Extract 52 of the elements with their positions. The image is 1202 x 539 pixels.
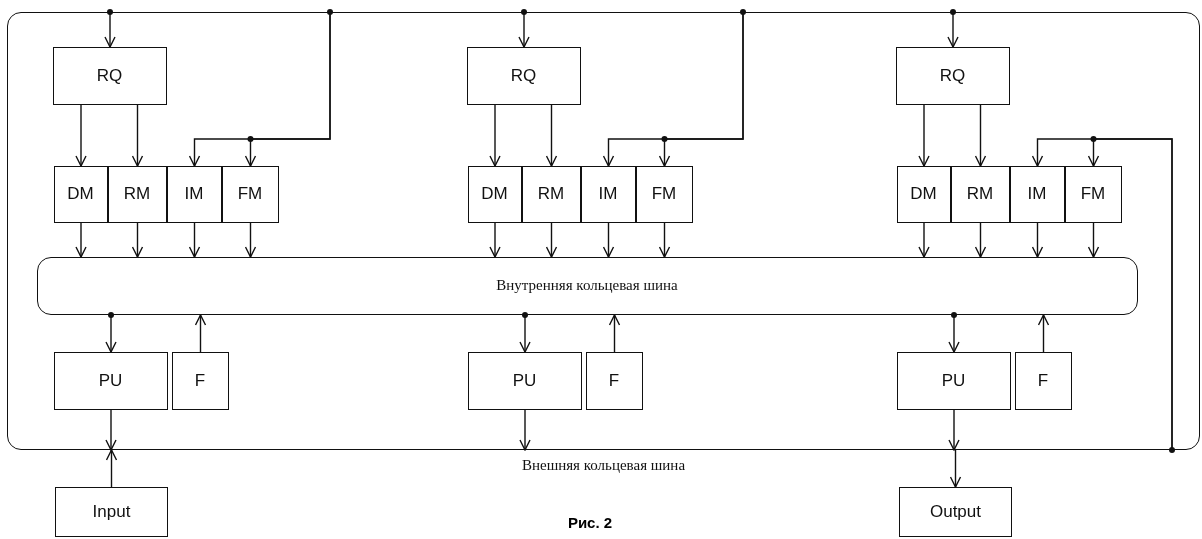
module-box: FM [1064, 165, 1122, 223]
arrow [75, 222, 87, 258]
module-box: IM [580, 165, 636, 223]
module-box: PU [53, 351, 168, 410]
arrow [489, 222, 501, 258]
arrow [974, 222, 987, 258]
arrow [188, 222, 201, 258]
module-box: RM [107, 165, 167, 223]
arrow [194, 314, 207, 353]
module-box: DM [467, 165, 522, 223]
arrow [658, 222, 671, 258]
arrow [489, 104, 501, 167]
arrow [608, 314, 621, 353]
arrow [918, 222, 930, 258]
module-box: F [585, 351, 643, 410]
module-box: IM [166, 165, 222, 223]
module-box: FM [221, 165, 279, 223]
ring-bus: Внутренняя кольцевая шина [36, 256, 1138, 315]
arrow [545, 222, 558, 258]
arrow [1087, 222, 1100, 258]
module-box: PU [896, 351, 1011, 410]
module-box: RM [521, 165, 581, 223]
arrow [948, 409, 960, 451]
module-box: RQ [466, 46, 581, 105]
module-box: DM [53, 165, 108, 223]
bus-label: Внешняя кольцевая шина [521, 457, 686, 473]
io-box: Input [55, 487, 168, 537]
module-box: FM [635, 165, 693, 223]
module-box: RM [950, 165, 1010, 223]
arrow [131, 104, 144, 167]
arrow [75, 104, 87, 167]
arrow [1031, 222, 1044, 258]
arrow [545, 104, 558, 167]
io-box: Output [899, 487, 1012, 537]
arrow [602, 222, 615, 258]
arrow [974, 104, 987, 167]
arrow [131, 222, 144, 258]
arrow [244, 222, 257, 258]
module-box: F [1014, 351, 1072, 410]
module-box: RQ [52, 46, 167, 105]
module-box: IM [1009, 165, 1065, 223]
arrow [1037, 314, 1050, 353]
module-box: RQ [895, 46, 1010, 105]
module-box: DM [896, 165, 951, 223]
module-box: PU [467, 351, 582, 410]
module-box: F [171, 351, 229, 410]
arrow [519, 409, 531, 451]
figure-caption: Рис. 2 [566, 514, 614, 531]
arrow [949, 449, 962, 488]
arrow [105, 409, 117, 451]
arrow [105, 449, 118, 488]
arrow [918, 104, 930, 167]
